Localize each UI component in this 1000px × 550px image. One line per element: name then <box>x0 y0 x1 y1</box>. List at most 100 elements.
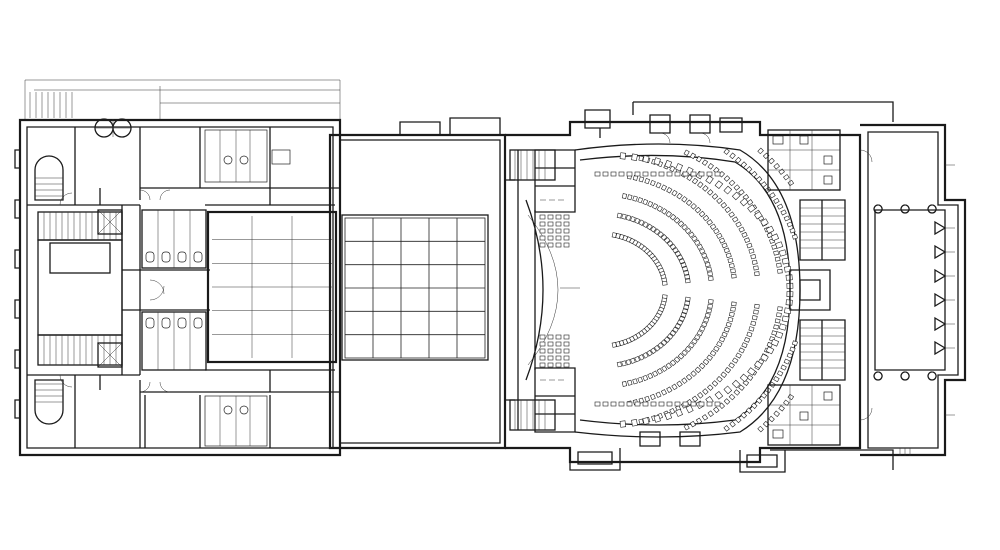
seat <box>738 226 745 233</box>
seat <box>677 220 685 227</box>
seat <box>738 189 745 196</box>
seat <box>674 323 682 330</box>
seat <box>728 211 735 218</box>
seat <box>637 197 644 204</box>
seat <box>658 401 665 407</box>
seat <box>555 221 562 227</box>
seat <box>746 374 754 381</box>
seat <box>644 178 651 185</box>
seat <box>555 214 562 220</box>
seat <box>706 308 712 314</box>
seat <box>689 152 696 160</box>
seat <box>674 401 681 407</box>
seat <box>787 179 795 187</box>
seat <box>721 242 728 249</box>
foyer <box>767 123 967 457</box>
seat <box>658 171 665 177</box>
seat <box>673 356 681 363</box>
seat <box>709 350 717 357</box>
seat <box>731 301 737 307</box>
seat <box>757 425 764 433</box>
seat <box>773 250 780 256</box>
seat <box>676 192 683 200</box>
seat <box>539 221 546 227</box>
seat <box>547 355 554 361</box>
seat <box>555 334 562 340</box>
seat <box>690 370 697 377</box>
seat <box>650 171 657 177</box>
seat <box>657 342 664 349</box>
seat <box>685 404 694 414</box>
seat <box>740 412 748 419</box>
seat <box>691 177 699 185</box>
seat <box>661 208 668 215</box>
seat <box>653 414 661 423</box>
seat <box>714 171 721 177</box>
seat <box>678 315 686 322</box>
seat <box>741 231 748 238</box>
seat <box>653 228 661 236</box>
seat <box>707 163 714 170</box>
seat <box>694 239 701 246</box>
seat <box>701 321 708 328</box>
seat <box>555 242 562 248</box>
orchestra-pit <box>527 214 580 366</box>
foyer-entrance-columns <box>874 209 946 371</box>
stage-top-parapet <box>399 117 501 135</box>
seat <box>770 233 780 242</box>
seat <box>672 247 679 254</box>
seat <box>682 308 688 314</box>
seat <box>745 407 753 414</box>
foyer-entrance-doors <box>934 220 955 356</box>
seat <box>746 331 753 338</box>
seat <box>735 352 742 359</box>
seat <box>669 407 676 415</box>
seat <box>539 362 546 368</box>
seat <box>729 420 736 428</box>
seat <box>660 339 668 346</box>
seat <box>669 243 677 251</box>
seat <box>666 171 673 177</box>
seat <box>563 348 570 354</box>
stair-lower-west <box>37 334 123 366</box>
back-of-house-outer-wall <box>18 118 342 457</box>
seat <box>706 171 713 177</box>
seat <box>621 213 627 220</box>
seat <box>618 401 625 407</box>
seat <box>653 157 661 166</box>
seat <box>731 191 741 201</box>
seat <box>706 354 713 361</box>
seat <box>677 353 685 360</box>
toilets-north-backstage <box>141 129 291 269</box>
seat <box>696 243 704 250</box>
seat <box>778 323 787 331</box>
seat <box>724 366 732 374</box>
seat <box>757 147 764 155</box>
seat <box>698 401 705 407</box>
seat <box>753 309 759 315</box>
stage-platform <box>341 214 489 361</box>
seat <box>750 402 758 409</box>
seat <box>563 221 570 227</box>
stair-nw <box>34 155 64 201</box>
seat <box>611 341 617 348</box>
seat <box>704 261 711 268</box>
seat <box>664 411 673 421</box>
entrance-columns <box>94 118 132 138</box>
seat <box>702 214 710 222</box>
seat <box>783 399 790 406</box>
upper-seating-bank <box>611 147 798 286</box>
seat <box>723 148 730 155</box>
seat <box>713 345 720 352</box>
seat <box>730 268 736 274</box>
seat <box>723 385 733 395</box>
seat <box>602 171 609 177</box>
seat <box>714 401 721 407</box>
seat <box>672 326 679 333</box>
seat <box>621 381 628 387</box>
seat <box>733 389 741 396</box>
seat <box>708 276 714 281</box>
seat <box>780 209 787 216</box>
seat <box>650 225 657 233</box>
stair-se-stage <box>509 399 556 431</box>
